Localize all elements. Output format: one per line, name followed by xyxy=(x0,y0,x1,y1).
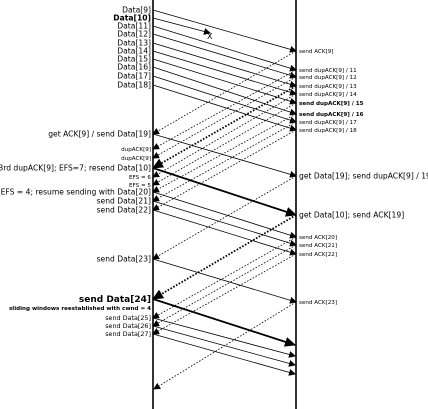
sender-event-label: Data[11] xyxy=(117,22,151,31)
sender-event-label: 3rd dupACK[9]; EFS=7; resend Data[10] xyxy=(0,164,151,173)
sender-event-label: send Data[21] xyxy=(97,197,151,206)
data-arrow-data-26-32 xyxy=(152,325,296,367)
data-arrow-data-27-33 xyxy=(152,333,296,376)
data-arrow-data-19-19 xyxy=(152,133,297,178)
receiver-event-label: get Data[19]; send dupACK[9] / 19 xyxy=(299,172,428,181)
sender-event-label: EFS = 4; resume sending with Data[20] xyxy=(1,188,151,197)
receiver-event-label: send ACK[22] xyxy=(299,252,337,258)
receiver-event-label: send dupACK[9] / 14 xyxy=(299,92,357,98)
sender-event-label: Data[18] xyxy=(117,81,151,90)
ack-arrow-dupack-17 xyxy=(152,121,297,202)
ack-arrow-ack-9-10 xyxy=(152,50,297,135)
receiver-event-label: send dupACK[9] / 18 xyxy=(299,128,357,134)
sender-event-label: send Data[26] xyxy=(105,322,151,330)
sender-event-label: Data[14] xyxy=(117,47,151,56)
receiver-event-label: send ACK[21] xyxy=(299,243,337,249)
receiver-event-label: send ACK[9] xyxy=(299,49,333,55)
receiver-event-label: send ACK[23] xyxy=(299,300,337,306)
ack-arrow-dupack-13 xyxy=(152,85,297,169)
sender-event-label: EFS = 5 xyxy=(129,183,151,189)
receiver-event-label: send dupACK[9] / 11 xyxy=(299,68,357,74)
receiver-event-label: send dupACK[9] / 12 xyxy=(299,75,357,81)
lost-packet-marker: X xyxy=(207,32,213,41)
sender-event-label: Data[17] xyxy=(117,72,151,81)
sender-event-label: Data[10] xyxy=(113,14,151,23)
data-arrow-data-15-6 xyxy=(152,58,297,105)
data-arrow-data-23-29 xyxy=(152,258,297,304)
receiver-event-label: send ACK[20] xyxy=(299,235,337,241)
ack-arrow-dupack-11 xyxy=(152,69,297,150)
sender-event-label: get ACK[9] / send Data[19] xyxy=(48,130,151,139)
sender-event-label: sliding windows reestablished with cwnd … xyxy=(9,306,151,312)
sender-event-label: EFS = 6 xyxy=(129,175,151,181)
sender-event-label: dupACK[9] xyxy=(121,147,151,153)
data-arrow-data-9-0 xyxy=(152,9,297,53)
data-arrow-data-18-9 xyxy=(152,84,297,132)
data-arrow-data-21-22 xyxy=(152,200,297,247)
sender-event-label: send Data[24] xyxy=(79,295,151,305)
ack-arrow-dupack-12 xyxy=(152,76,297,159)
sender-event-labels: Data[9]Data[10]Data[11]Data[12]Data[13]D… xyxy=(0,6,151,339)
receiver-event-label: send dupACK[9] / 17 xyxy=(299,120,357,126)
sender-event-label: dupACK[9] xyxy=(121,156,151,162)
sender-event-label: Data[13] xyxy=(117,39,151,48)
sender-event-label: Data[16] xyxy=(117,63,151,72)
message-arrows xyxy=(152,9,297,390)
receiver-event-label: send dupACK[9] / 15 xyxy=(299,101,364,107)
sender-event-label: Data[9] xyxy=(122,6,151,15)
receiver-event-label: send dupACK[9] / 13 xyxy=(299,84,357,90)
ack-arrow-dupack-16 xyxy=(152,113,297,193)
receiver-event-label: get Data[10]; send ACK[19] xyxy=(299,211,404,220)
data-arrow-data-10-20 xyxy=(152,167,297,217)
sender-event-label: send Data[25] xyxy=(105,314,151,322)
sender-event-label: send Data[22] xyxy=(97,206,151,215)
data-arrow-data-20-21 xyxy=(152,191,297,239)
data-arrow-data-14-5 xyxy=(152,50,297,96)
ack-arrow-ack-19-25 xyxy=(152,214,297,300)
ack-arrow-ack-21-27 xyxy=(152,244,297,327)
sender-event-label: Data[15] xyxy=(117,55,151,64)
data-arrow-data-25-31 xyxy=(152,317,296,358)
data-arrow-data-10-1 xyxy=(152,17,211,35)
data-arrow-data-16-7 xyxy=(152,66,297,116)
data-arrow-data-13-4 xyxy=(152,42,297,88)
data-arrow-data-11-2 xyxy=(152,25,297,72)
data-arrow-data-12-3 xyxy=(152,33,297,79)
sender-event-label: send Data[27] xyxy=(105,330,151,338)
data-arrow-data-24-30 xyxy=(152,298,296,347)
data-arrow-data-17-8 xyxy=(152,75,297,124)
sender-event-label: Data[12] xyxy=(117,30,151,39)
ack-arrow-dupack-24 xyxy=(152,175,297,260)
receiver-event-label: send dupACK[9] / 16 xyxy=(299,112,364,118)
sender-event-label: send Data[23] xyxy=(97,255,151,264)
ack-arrow-ack-23-34 xyxy=(153,301,297,390)
data-arrow-data-22-23 xyxy=(152,209,297,256)
ack-arrow-dupack-14 xyxy=(152,93,297,178)
